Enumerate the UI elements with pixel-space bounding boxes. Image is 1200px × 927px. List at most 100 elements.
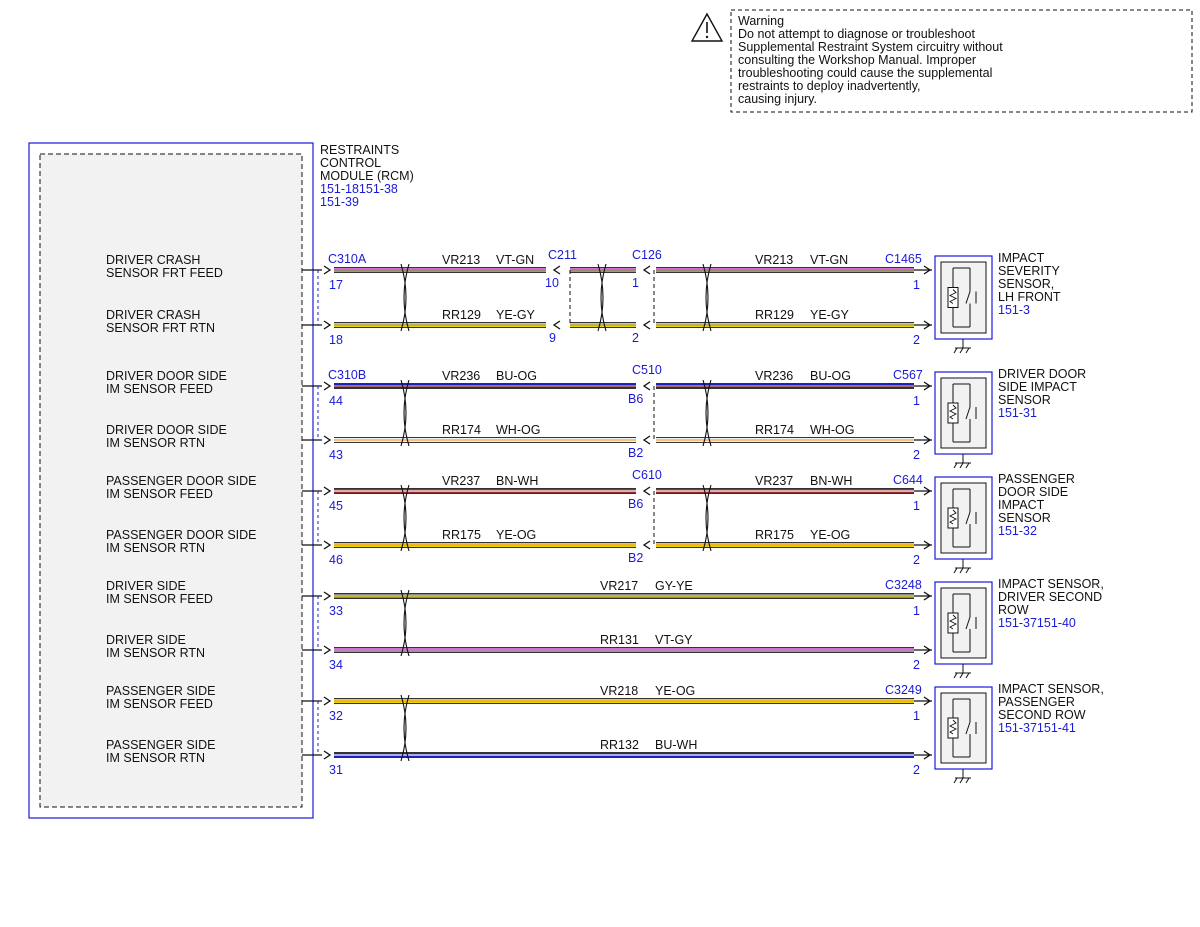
rcm-pin-number: 17 [329, 278, 343, 292]
connector-arrow [642, 540, 651, 550]
connector-arrow [642, 435, 651, 445]
inline-connector-pin: 10 [545, 276, 559, 290]
twisted-pair-mark [400, 694, 410, 762]
rcm-pin-number: 46 [329, 553, 343, 567]
circuit-number: VR217 [600, 579, 638, 593]
impact-switch-icon [947, 593, 977, 653]
sensor-reference: 151-31 [998, 406, 1037, 420]
sensor-pin-number: 1 [913, 394, 920, 408]
sensor-pin-number: 1 [913, 709, 920, 723]
impact-switch-icon [947, 488, 977, 548]
connector-arrow [552, 320, 561, 330]
inline-connector-pin: 9 [549, 331, 556, 345]
inline-connector-pin: B6 [628, 392, 643, 406]
sensor-pin-number: 2 [913, 658, 920, 672]
impact-switch-icon [947, 698, 977, 758]
connector-arrow [923, 265, 932, 275]
wire-color-code: WH-OG [496, 423, 540, 437]
connector-arrow [923, 591, 932, 601]
rcm-pin-number: 18 [329, 333, 343, 347]
circuit-number: RR175 [442, 528, 481, 542]
inline-connector-pin: B2 [628, 446, 643, 460]
wire-color-code: VT-GN [810, 253, 848, 267]
twisted-pair-mark [702, 263, 712, 332]
rcm-pin-number: 45 [329, 499, 343, 513]
circuit-number: RR174 [442, 423, 481, 437]
sensor-connector-id: C644 [893, 473, 923, 487]
connector-arrow [923, 750, 932, 760]
circuit-number: VR213 [755, 253, 793, 267]
connector-arrow [323, 265, 332, 275]
wire-color-code: GY-YE [655, 579, 693, 593]
ground-icon [953, 339, 971, 354]
circuit-number: RR174 [755, 423, 794, 437]
inline-connector-pin: 1 [632, 276, 639, 290]
sensor-pin-number: 2 [913, 333, 920, 347]
wire-color-code: YE-OG [810, 528, 850, 542]
sensor-connector-id: C567 [893, 368, 923, 382]
connector-arrow [923, 486, 932, 496]
twisted-pair-mark [400, 263, 410, 332]
circuit-number: RR129 [755, 308, 794, 322]
sensor-pin-number: 1 [913, 604, 920, 618]
circuit-number: VR213 [442, 253, 480, 267]
sensor-pin-number: 2 [913, 553, 920, 567]
inline-connector-id: C610 [632, 468, 662, 482]
connector-arrow [323, 435, 332, 445]
connector-arrow [923, 320, 932, 330]
connector-arrow [923, 645, 932, 655]
circuit-number: VR237 [442, 474, 480, 488]
sensor-pin-number: 2 [913, 448, 920, 462]
wire-color-code: YE-GY [496, 308, 536, 322]
rcm-pin-number: 44 [329, 394, 343, 408]
connector-arrow [323, 591, 332, 601]
connector-arrow [923, 435, 932, 445]
wire-color-code: BU-OG [810, 369, 851, 383]
connector-arrow [323, 696, 332, 706]
sensor-pin-number: 1 [913, 278, 920, 292]
circuit-number: VR237 [755, 474, 793, 488]
connector-arrow [923, 540, 932, 550]
ground-icon [953, 769, 971, 784]
wire-color-code: WH-OG [810, 423, 854, 437]
wire-color-code: BU-OG [496, 369, 537, 383]
ground-icon [953, 454, 971, 469]
wire-color-code: BN-WH [496, 474, 538, 488]
connector-arrow [552, 265, 561, 275]
impact-switch-icon [947, 267, 977, 328]
circuit-number: VR218 [600, 684, 638, 698]
connector-arrow [323, 320, 332, 330]
circuit-number: VR236 [442, 369, 480, 383]
rcm-connector-id: C310A [328, 252, 367, 266]
inline-connector-id: C211 [548, 248, 577, 262]
sensor-connector-id: C1465 [885, 252, 922, 266]
wire-color-code: BN-WH [810, 474, 852, 488]
connector-arrow [323, 750, 332, 760]
sensor-reference: 151-37151-41 [998, 721, 1076, 735]
sensor-pin-number: 2 [913, 763, 920, 777]
circuit-number: RR175 [755, 528, 794, 542]
wire-color-code: BU-WH [655, 738, 697, 752]
